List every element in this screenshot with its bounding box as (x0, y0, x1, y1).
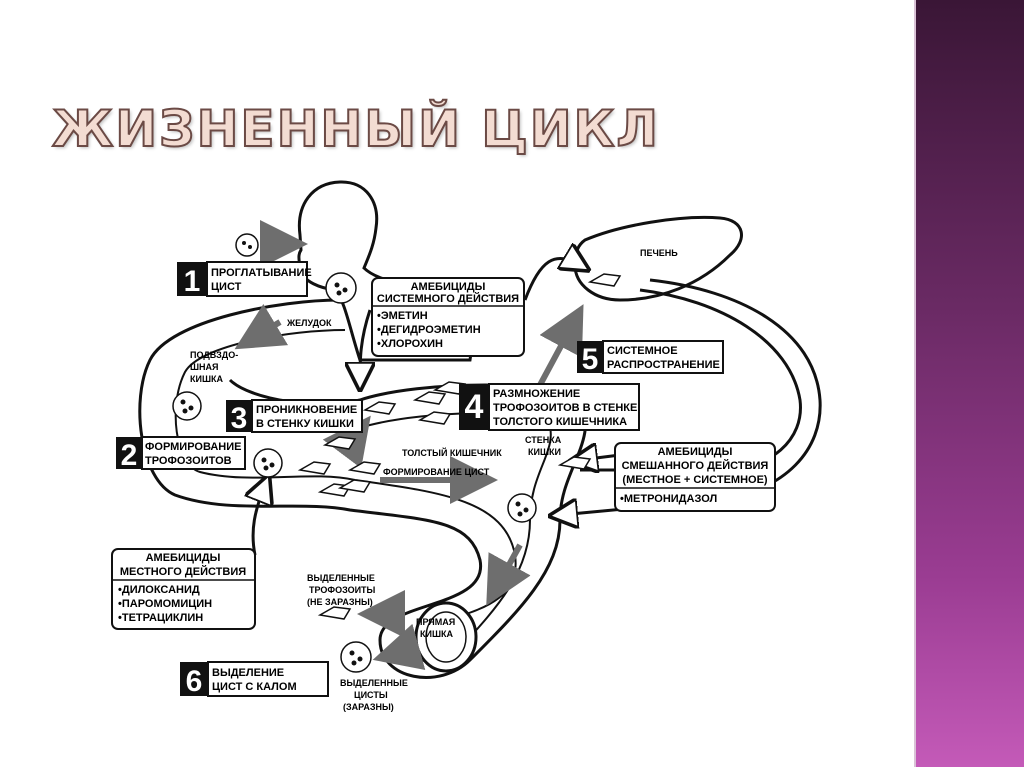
local-title-2: МЕСТНОГО ДЕЙСТВИЯ (120, 565, 246, 578)
local-drugs-box: АМЕБИЦИДЫ МЕСТНОГО ДЕЙСТВИЯ •ДИЛОКСАНИД … (111, 548, 256, 630)
label-stomach: ЖЕЛУДОК (286, 318, 332, 328)
step-3-number: 3 (231, 402, 248, 435)
mixed-drugs-box: АМЕБИЦИДЫ СМЕШАННОГО ДЕЙСТВИЯ (МЕСТНОЕ +… (614, 442, 776, 512)
step-3-line2: В СТЕНКУ КИШКИ (256, 418, 354, 430)
label-rectum-2: КИШКА (420, 629, 453, 639)
cyst (235, 233, 259, 257)
systemic-item: •ЭМЕТИН (377, 310, 428, 322)
label-duodenum-1: ПОДВЗДО- (190, 350, 238, 360)
connector-systemic (523, 258, 580, 301)
local-title-1: АМЕБИЦИДЫ (146, 552, 221, 564)
systemic-item: •ДЕГИДРОЭМЕТИН (377, 324, 481, 336)
step-1-line1: ПРОГЛАТЫВАНИЕ (211, 267, 312, 279)
step-3-box: 3 ПРОНИКНОВЕНИЕ В СТЕНКУ КИШКИ (226, 399, 363, 435)
step-2-line1: ФОРМИРОВАНИЕ (145, 441, 241, 453)
step-2-number: 2 (121, 439, 138, 472)
step-4-line2: ТРОФОЗОИТОВ В СТЕНКЕ (493, 402, 637, 414)
mixed-item: •МЕТРОНИДАЗОЛ (620, 493, 717, 505)
label-duodenum-3: КИШКА (190, 374, 223, 384)
trophozoites (297, 273, 622, 620)
label-gut-wall-2: КИШКИ (528, 447, 561, 457)
liver-shape (573, 216, 743, 302)
step-6-box: 6 ВЫДЕЛЕНИЕ ЦИСТ С КАЛОМ (180, 661, 329, 698)
step-5-number: 5 (582, 343, 599, 376)
mixed-title-1: АМЕБИЦИДЫ (658, 446, 733, 458)
life-cycle-diagram: 1 ПРОГЛАТЫВАНИЕ ЦИСТ 2 ФОРМИРОВАНИЕ ТРОФ… (111, 180, 822, 712)
local-item: •ДИЛОКСАНИД (118, 584, 200, 596)
step-4-number: 4 (465, 388, 484, 426)
label-excreted-troph-1: ВЫДЕЛЕННЫЕ (307, 573, 375, 583)
label-large-intestine: ТОЛСТЫЙ КИШЕЧНИК (402, 447, 502, 458)
step-4-box: 4 РАЗМНОЖЕНИЕ ТРОФОЗОИТОВ В СТЕНКЕ ТОЛСТ… (459, 383, 640, 431)
systemic-item: •ХЛОРОХИН (377, 338, 443, 350)
step-3-line1: ПРОНИКНОВЕНИЕ (256, 404, 357, 416)
label-liver: ПЕЧЕНЬ (640, 248, 678, 258)
local-item: •ТЕТРАЦИКЛИН (118, 612, 203, 624)
systemic-drugs-box: АМЕБИЦИДЫ СИСТЕМНОГО ДЕЙСТВИЯ •ЭМЕТИН •Д… (371, 277, 525, 357)
label-cyst-formation: ФОРМИРОВАНИЕ ЦИСТ (383, 467, 490, 477)
label-duodenum-2: ШНАЯ (190, 362, 219, 372)
step-1-number: 1 (184, 265, 201, 298)
slide-title: ЖИЗНЕННЫЙ ЦИКЛ (51, 99, 660, 159)
process-arrows (234, 220, 584, 671)
label-gut-wall-1: СТЕНКА (525, 435, 562, 445)
mixed-title-2: СМЕШАННОГО ДЕЙСТВИЯ (622, 459, 769, 472)
cyst (507, 493, 537, 523)
step-5-line1: СИСТЕМНОЕ (607, 345, 678, 357)
systemic-title-1: АМЕБИЦИДЫ (411, 281, 486, 293)
step-6-line1: ВЫДЕЛЕНИЕ (212, 667, 284, 679)
step-6-number: 6 (186, 665, 203, 698)
step-4-line1: РАЗМНОЖЕНИЕ (493, 388, 580, 400)
label-excreted-cysts-2: ЦИСТЫ (354, 690, 388, 700)
cyst (172, 391, 202, 421)
step-2-box: 2 ФОРМИРОВАНИЕ ТРОФОЗОИТОВ (116, 436, 246, 472)
step-2-line2: ТРОФОЗОИТОВ (145, 455, 232, 467)
label-excreted-cysts-3: (ЗАРАЗНЫ) (343, 702, 394, 712)
cyst (340, 641, 372, 673)
mixed-title-3: (МЕСТНОЕ + СИСТЕМНОЕ) (622, 474, 768, 486)
label-excreted-cysts-1: ВЫДЕЛЕННЫЕ (340, 678, 408, 688)
step-5-line2: РАСПРОСТРАНЕНИЕ (607, 359, 720, 371)
local-item: •ПАРОМОМИЦИН (118, 598, 212, 610)
step-6-line2: ЦИСТ С КАЛОМ (212, 681, 297, 693)
label-excreted-troph-3: (НЕ ЗАРАЗНЫ) (307, 597, 373, 607)
decorative-side-band (916, 0, 1024, 767)
step-5-box: 5 СИСТЕМНОЕ РАСПРОСТРАНЕНИЕ (577, 340, 724, 376)
cyst (325, 272, 357, 304)
step-1-line2: ЦИСТ (211, 281, 242, 293)
connector-local (253, 485, 265, 556)
systemic-title-2: СИСТЕМНОГО ДЕЙСТВИЯ (377, 292, 519, 305)
cyst (253, 448, 283, 478)
step-4-line3: ТОЛСТОГО КИШЕЧНИКА (493, 416, 627, 428)
label-rectum-1: ПРЯМАЯ (416, 617, 455, 627)
band-divider (914, 0, 916, 767)
label-excreted-troph-2: ТРОФОЗОИТЫ (309, 585, 376, 595)
step-1-box: 1 ПРОГЛАТЫВАНИЕ ЦИСТ (177, 261, 312, 298)
